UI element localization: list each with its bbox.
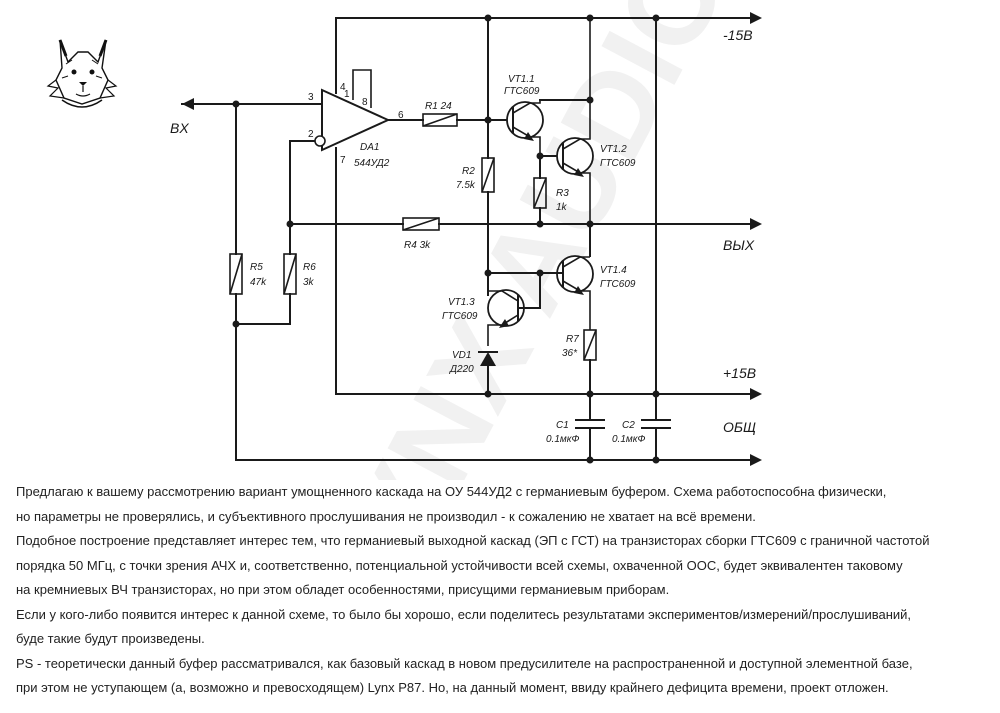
vt1-4-value: ГТС609 <box>600 279 636 290</box>
minus15-label: -15В <box>723 27 753 43</box>
vt1-1-ref: VT1.1 <box>508 74 535 85</box>
paragraph-line: буде такие будут произведены. <box>16 631 205 646</box>
plus15-label: +15В <box>723 365 756 381</box>
svg-text:8: 8 <box>362 97 368 108</box>
r1-label: R1 24 <box>425 101 452 112</box>
r7-ref: R7 <box>566 334 579 345</box>
vt1-4-ref: VT1.4 <box>600 265 627 276</box>
r6-value: 3k <box>303 277 315 288</box>
plus15-arrow <box>750 388 762 400</box>
vd1-diode <box>480 352 496 366</box>
paragraph-line: PS - теоретически данный буфер рассматри… <box>16 655 913 671</box>
svg-text:3: 3 <box>308 92 314 103</box>
input-label: BX <box>170 120 189 136</box>
input-arrow <box>182 98 194 110</box>
svg-text:7: 7 <box>340 155 346 166</box>
r4-label: R4 3k <box>404 240 431 251</box>
c1-ref: C1 <box>556 420 569 431</box>
common-label: ОБЩ <box>723 419 756 435</box>
r3-ref: R3 <box>556 188 569 199</box>
common-arrow <box>750 454 762 466</box>
r5-ref: R5 <box>250 262 263 273</box>
paragraph-line: при этом не уступающем (а, возможно и пр… <box>16 680 889 695</box>
schematic-diagram: LYNX AUDIO -15В +15В ОБЩ BX R5 47k R6 <box>46 0 762 480</box>
watermark-text: LYNX AUDIO <box>295 0 753 480</box>
c2-ref: C2 <box>622 420 635 431</box>
vt1-2-value: ГТС609 <box>600 158 636 169</box>
paragraph-line: но параметры не проверялись, и субъектив… <box>16 508 756 524</box>
r2-value: 7.5k <box>456 180 476 191</box>
vt1-1-value: ГТС609 <box>504 86 540 97</box>
vt1-2-ref: VT1.2 <box>600 144 627 155</box>
lynx-head-logo <box>46 39 118 108</box>
minus15-arrow <box>750 12 762 24</box>
r2-ref: R2 <box>462 166 475 177</box>
svg-text:6: 6 <box>398 110 404 121</box>
da1-value: 544УД2 <box>354 158 390 169</box>
paragraph-line: Подобное построение представляет интерес… <box>16 533 930 548</box>
svg-text:1: 1 <box>344 89 350 100</box>
da1-inverting-marker <box>314 135 326 147</box>
output-arrow <box>750 218 762 230</box>
c1-value: 0.1мкФ <box>546 434 579 445</box>
vt1-3-value: ГТС609 <box>442 311 478 322</box>
svg-text:4: 4 <box>340 82 346 93</box>
svg-text:2: 2 <box>308 129 314 140</box>
r7-value: 36* <box>562 348 578 359</box>
paragraph-line: Если у кого-либо появится интерес к данн… <box>16 606 912 622</box>
c2-value: 0.1мкФ <box>612 434 645 445</box>
r5-value: 47k <box>250 277 267 288</box>
paragraph-line: Предлагаю к вашему рассмотрению вариант … <box>16 484 887 499</box>
vt1-3-ref: VT1.3 <box>448 297 475 308</box>
vd1-value: Д220 <box>449 364 474 375</box>
description-text: Предлагаю к вашему рассмотрению вариант … <box>16 480 991 701</box>
output-label: ВЫХ <box>723 237 755 253</box>
vd1-ref: VD1 <box>452 350 471 361</box>
r6-ref: R6 <box>303 262 316 273</box>
da1-ref: DA1 <box>360 142 379 153</box>
paragraph-line: порядка 50 МГц, с точки зрения АЧХ и, со… <box>16 557 903 573</box>
r3-value: 1k <box>556 202 568 213</box>
da1-opamp <box>321 88 391 152</box>
paragraph-line: на кремниевых ВЧ транзисторах, но при эт… <box>16 582 670 597</box>
